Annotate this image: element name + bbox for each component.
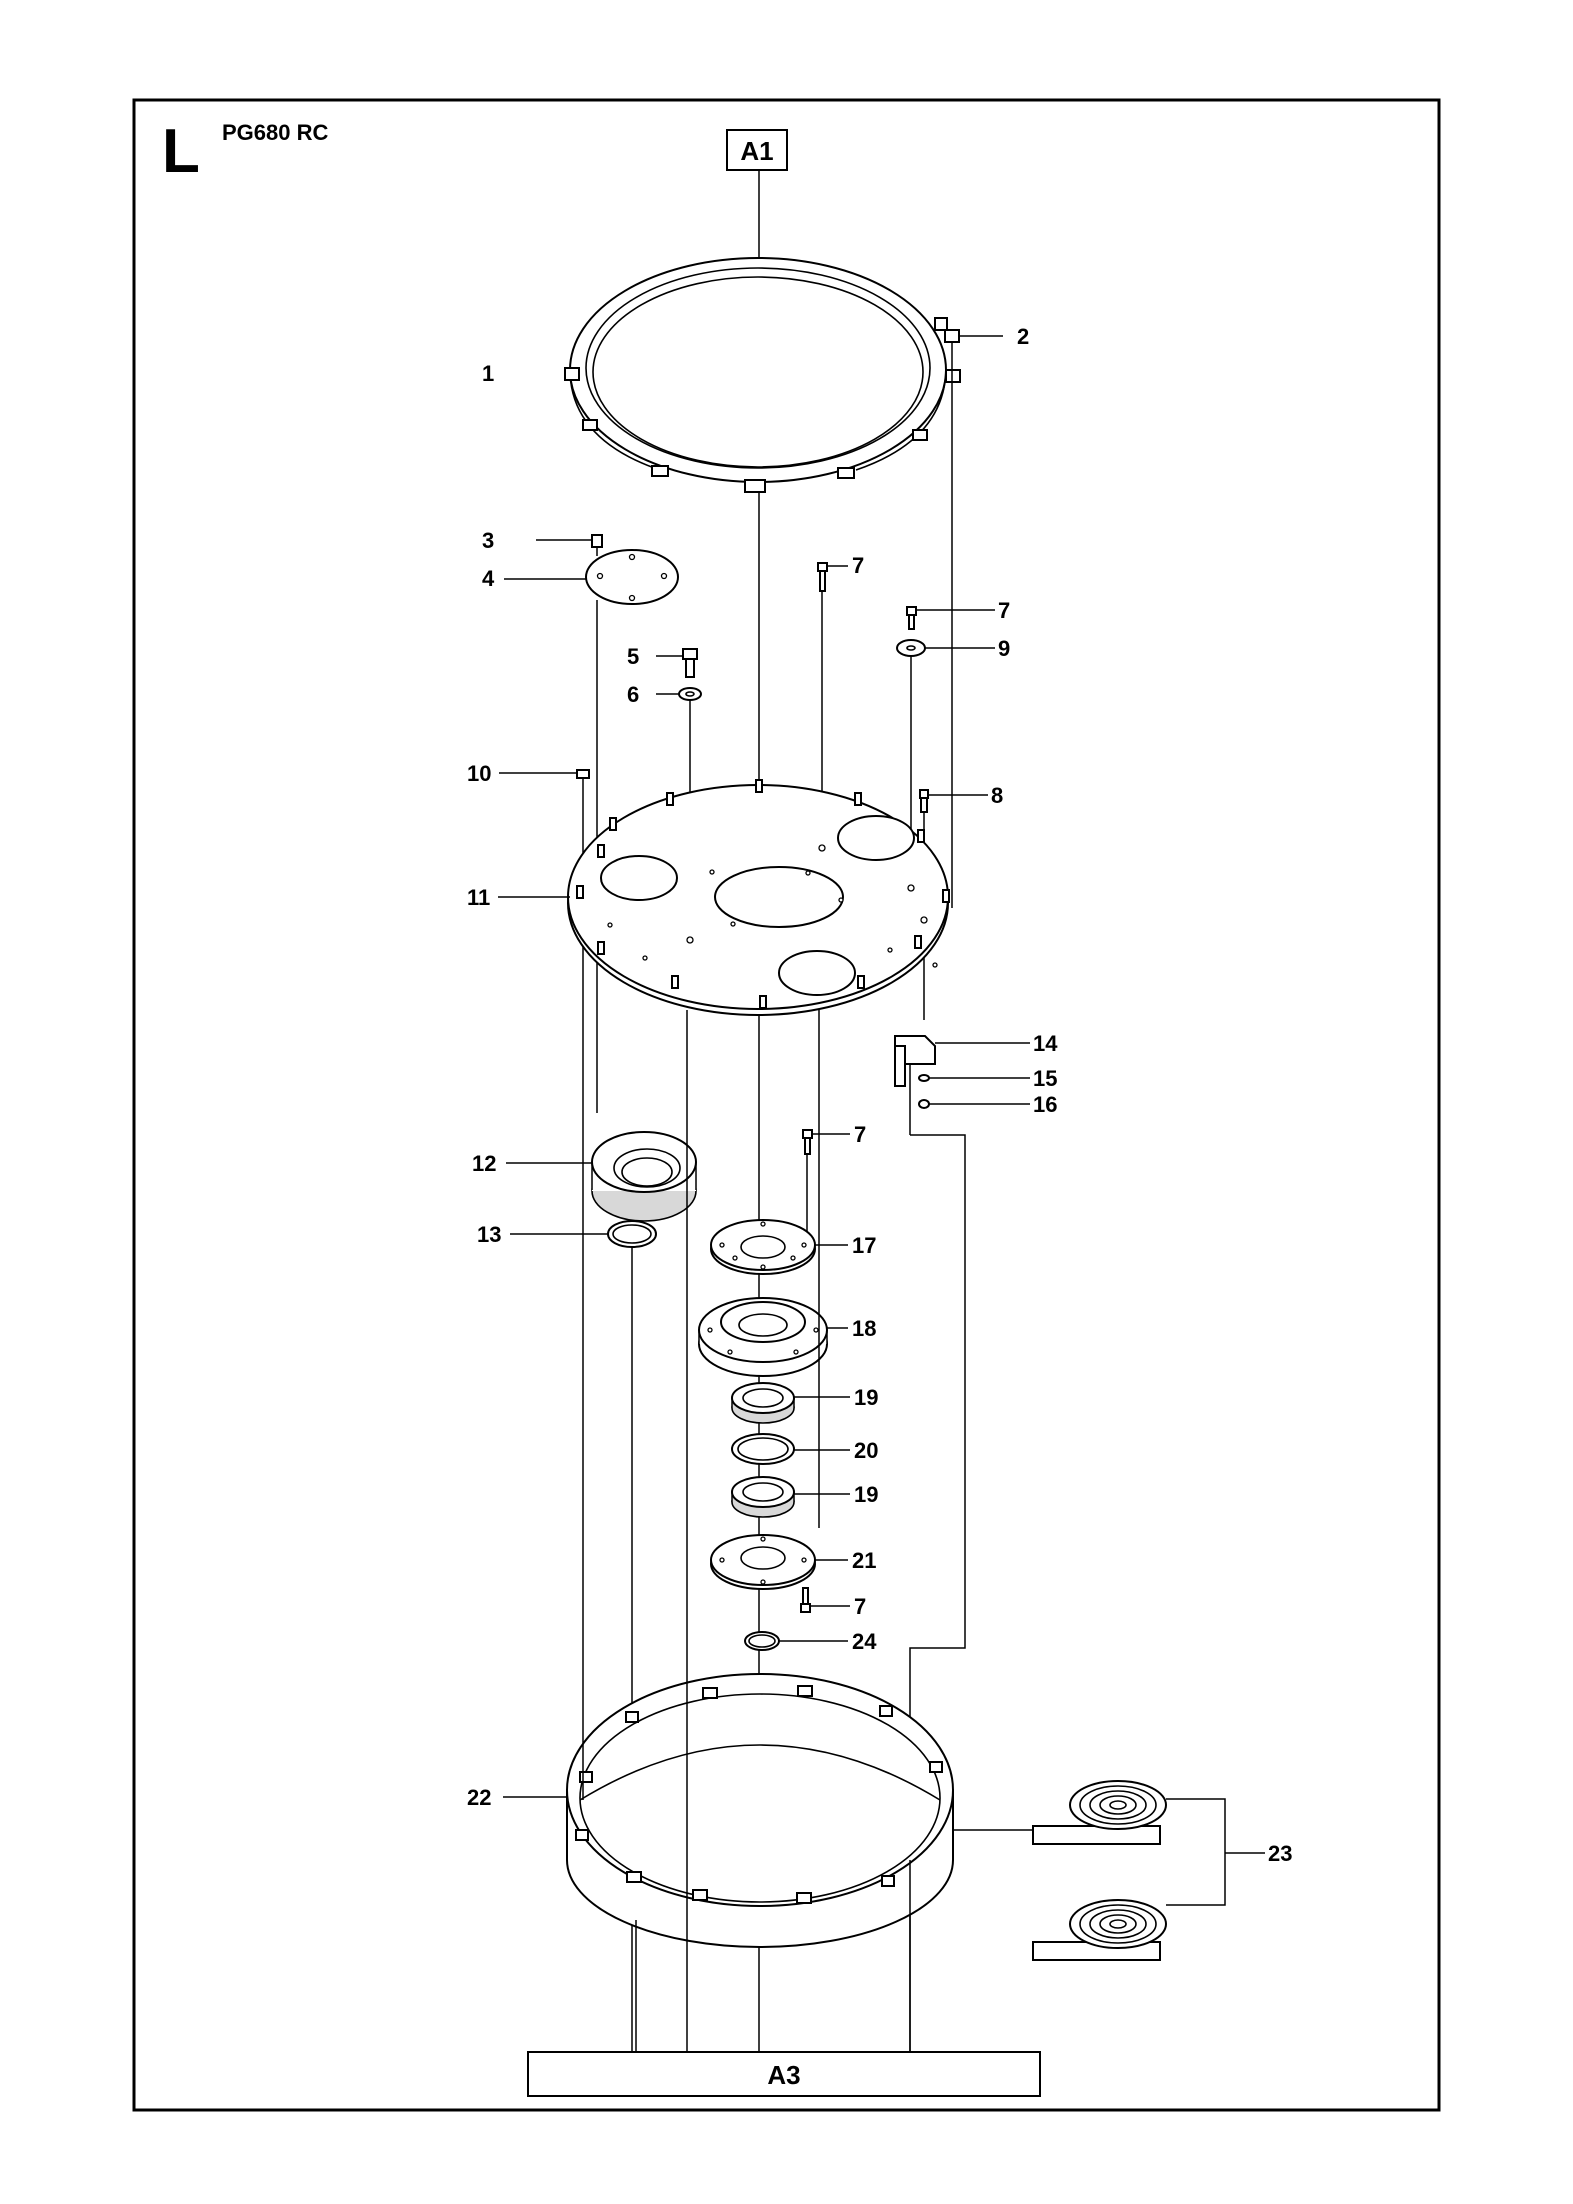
part-20-spacer [731,1433,850,1465]
part-17-flange [710,1219,848,1275]
callout-20: 20 [854,1438,878,1463]
callout-12: 12 [472,1151,496,1176]
part-12-housing [506,1131,697,1222]
callout-7-d: 7 [854,1594,866,1619]
part-7-screw-right [906,606,995,630]
part-9-washer [896,639,995,928]
part-11-base-plate [498,779,950,1016]
callout-19-b: 19 [854,1482,878,1507]
callout-23: 23 [1268,1841,1292,1866]
tape-coil-upper [1032,1780,1167,1845]
callout-4: 4 [482,566,495,591]
section-letter: L [162,117,200,186]
page-frame [132,98,1441,2112]
callout-24: 24 [852,1629,877,1654]
callout-11: 11 [467,885,490,910]
callout-7-b: 7 [998,598,1010,623]
part-14-bracket [894,1035,1030,1087]
part-1-top-ring [564,257,961,493]
connector-a3: A3 [527,2051,1041,2097]
connector-a1: A1 [726,129,788,171]
callout-9: 9 [998,636,1010,661]
connector-a3-label: A3 [767,2060,800,2090]
callout-10: 10 [467,761,491,786]
callout-13: 13 [477,1222,501,1247]
callout-18: 18 [852,1316,876,1341]
part-23-tape-coils [1032,1780,1265,1961]
part-22-lower-ring [503,1673,1033,1948]
part-19-bearing-upper [731,1382,850,1424]
connector-a1-label: A1 [740,136,773,166]
part-3-screw [536,534,603,548]
callout-2: 2 [1017,324,1029,349]
bracket-to-ring-leader [909,1134,966,2052]
part-4-cover-plate [504,547,679,1113]
callout-17: 17 [852,1233,876,1258]
part-7-screw-lower [800,1587,850,1613]
callout-19-a: 19 [854,1385,878,1410]
callout-14: 14 [1033,1031,1058,1056]
part-2-nut [944,329,1003,390]
callout-22: 22 [467,1785,491,1810]
part-7-screw-mid [802,1129,850,1240]
callout-15: 15 [1033,1066,1057,1091]
callout-3: 3 [482,528,494,553]
model-title: PG680 RC [222,120,328,145]
callout-16: 16 [1033,1092,1057,1117]
part-24-snap-ring [744,1631,848,1651]
part-5-bolt [656,648,698,678]
part-15-washer [918,1074,1030,1082]
part-16-nut [918,1099,1030,1109]
callout-7-a: 7 [852,553,864,578]
part-21-flange [710,1534,848,1590]
callout-8: 8 [991,783,1003,808]
callout-labels: 1 2 3 4 5 6 7 7 9 10 8 11 14 15 16 7 12 … [467,324,1292,1866]
part-18-hub [698,1297,848,1377]
callout-1: 1 [482,361,494,386]
part-19-bearing-lower [731,1476,850,1518]
callout-5: 5 [627,644,639,669]
callout-21: 21 [852,1548,876,1573]
tape-coil-lower [1032,1899,1167,1961]
callout-6: 6 [627,682,639,707]
callout-7-c: 7 [854,1122,866,1147]
